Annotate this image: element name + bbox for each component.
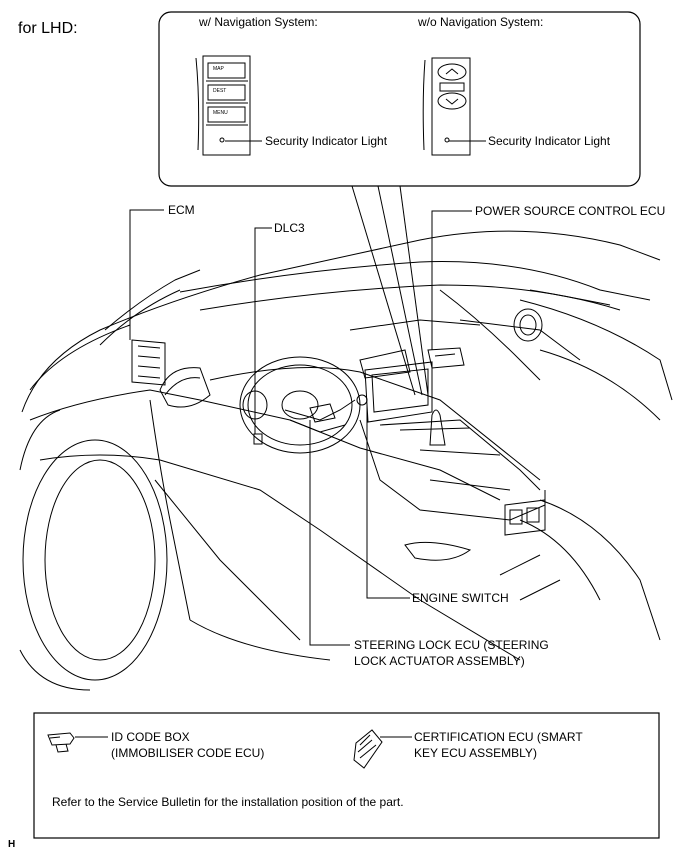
nav-control-panel	[195, 55, 251, 156]
service-bulletin-note: Refer to the Service Bulletin for the in…	[52, 795, 404, 809]
ecm-module-shape	[131, 339, 166, 386]
non-nav-control-panel	[422, 57, 471, 156]
dlc3-connector-shape	[253, 433, 263, 445]
inset-right-title: w/o Navigation System:	[418, 15, 544, 29]
id-code-box-label-line1: ID CODE BOX	[111, 730, 190, 744]
certification-ecu-label-line2: KEY ECU ASSEMBLY)	[414, 746, 537, 760]
certification-ecu-label-line1: CERTIFICATION ECU (SMART	[414, 730, 583, 744]
id-code-box-label-line2: (IMMOBILISER CODE ECU)	[111, 746, 265, 760]
car-body-outline	[19, 230, 673, 691]
map-button-label: MAP	[213, 66, 224, 72]
right-security-indicator-label: Security Indicator Light	[488, 134, 611, 148]
inset-frame	[158, 11, 641, 187]
engine-switch-label: ENGINE SWITCH	[412, 591, 509, 605]
steering-lock-ecu-label-line2: LOCK ACTUATOR ASSEMBLY)	[354, 654, 525, 668]
legend-frame	[33, 712, 660, 839]
ecm-label: ECM	[168, 203, 195, 217]
left-security-indicator-label: Security Indicator Light	[265, 134, 388, 148]
inset-left-title: w/ Navigation System:	[199, 15, 318, 29]
menu-button-label: MENU	[213, 110, 228, 116]
figure-marker: H	[8, 839, 16, 850]
region-label: for LHD:	[18, 20, 78, 37]
power-source-control-ecu-label: POWER SOURCE CONTROL ECU	[475, 204, 666, 218]
id-code-box-icon	[47, 732, 75, 753]
dlc3-label: DLC3	[274, 221, 305, 235]
engine-switch-shape	[356, 394, 368, 406]
steering-lock-ecu-shape	[309, 403, 336, 423]
certification-ecu-icon	[353, 729, 383, 769]
dest-button-label: DEST	[213, 88, 227, 94]
power-source-ecu-shape	[427, 347, 465, 369]
steering-lock-ecu-label-line1: STEERING LOCK ECU (STEERING	[354, 638, 549, 652]
